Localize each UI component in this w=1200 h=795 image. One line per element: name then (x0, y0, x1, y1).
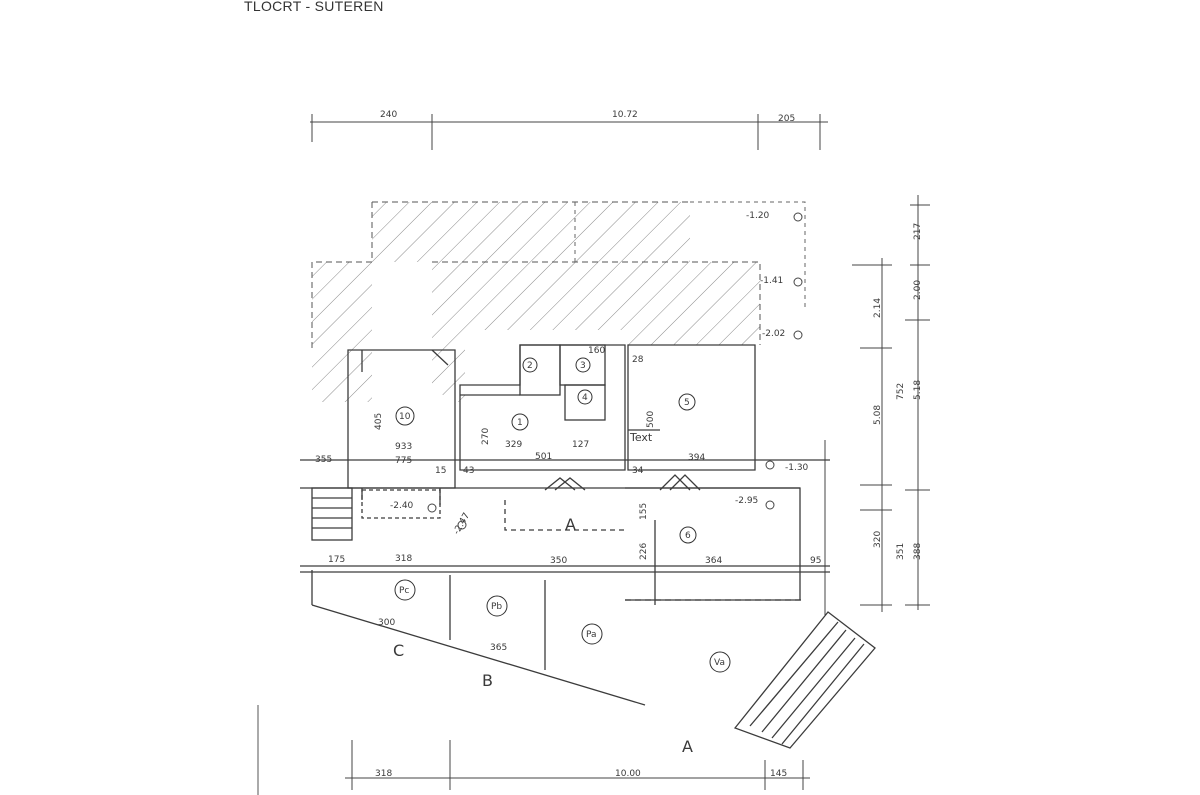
dim-interior-6: 501 (535, 452, 552, 462)
dim-interior-21: 34 (632, 466, 644, 476)
dim-interior-3: 329 (505, 440, 522, 450)
dim-interior-9: 355 (315, 455, 332, 465)
level-1: -1.41 (760, 276, 783, 286)
dim-right-b-0: 2.14 (873, 298, 883, 318)
hatched-terrain (311, 201, 806, 405)
room-pb: Pb (491, 602, 502, 612)
dim-right-b-3: 320 (873, 531, 883, 548)
section-letter-a-lower: A (682, 737, 693, 756)
room-3: 3 (580, 361, 586, 371)
level-4: -2.95 (735, 496, 758, 506)
dim-interior-5: 270 (481, 428, 491, 445)
room-2: 2 (527, 361, 533, 371)
dim-interior-12: 364 (705, 556, 722, 566)
dim-bottom-2: 145 (770, 769, 787, 779)
dim-interior-13: 175 (328, 555, 345, 565)
dim-right-a-2: 5.18 (913, 380, 923, 400)
level-3: -1.30 (785, 463, 809, 473)
level-6: -2.47 (452, 511, 472, 536)
bottom-dimension-line (345, 740, 810, 790)
room-10: 10 (399, 412, 411, 422)
level-0: -1.20 (746, 211, 770, 221)
dim-interior-15: 226 (639, 543, 649, 560)
dim-right-b-1: 5.08 (873, 405, 883, 425)
dim-interior-1: 933 (395, 442, 412, 452)
dim-right-a-3: 388 (913, 543, 923, 560)
dim-top-0: 240 (380, 110, 397, 120)
level-markers (427, 212, 803, 530)
dim-right-a-0: 217 (913, 223, 923, 240)
room-va: Va (714, 658, 725, 668)
dim-bottom-1: 10.00 (615, 769, 641, 779)
annotation-text: Text (629, 431, 653, 444)
room-pa: Pa (586, 630, 597, 640)
dim-interior-0: 405 (374, 413, 384, 430)
dim-right-b-2: 752 (896, 383, 906, 400)
dim-interior-18: 365 (490, 643, 507, 653)
room-4: 4 (582, 393, 588, 403)
dim-interior-7: 500 (646, 411, 656, 428)
dim-interior-20: 43 (463, 466, 474, 476)
section-letter-b: B (482, 671, 493, 690)
section-letter-a-upper: A (565, 515, 576, 534)
dim-right-b-4: 351 (896, 543, 906, 560)
dim-interior-14: 95 (810, 556, 821, 566)
top-dimension-line (310, 114, 828, 150)
room-5: 5 (684, 398, 690, 408)
section-letter-c: C (393, 641, 404, 660)
room-markers (394, 357, 731, 673)
page-title: TLOCRT - SUTEREN (244, 0, 384, 14)
dim-interior-11: 350 (550, 556, 567, 566)
dim-interior-17: 300 (378, 618, 395, 628)
dim-bottom-0: 318 (375, 769, 392, 779)
dim-interior-23: 160 (588, 346, 605, 356)
dim-right-a-1: 2.00 (913, 280, 923, 300)
dim-interior-4: 127 (572, 440, 589, 450)
right-dimension-lines (824, 195, 930, 615)
level-2: -2.02 (762, 329, 785, 339)
room-6: 6 (685, 531, 691, 541)
level-5: -2.40 (390, 501, 414, 511)
dim-interior-10: 318 (395, 554, 412, 564)
dim-interior-22: 28 (632, 355, 644, 365)
room-1: 1 (517, 418, 523, 428)
building-walls (300, 344, 876, 749)
dim-interior-8: 394 (688, 453, 705, 463)
room-pc: Pc (399, 586, 409, 596)
dim-top-1: 10.72 (612, 110, 638, 120)
dim-interior-16: 155 (639, 503, 649, 520)
dim-interior-19: 15 (435, 466, 446, 476)
dim-interior-2: 775 (395, 456, 412, 466)
dim-top-2: 205 (778, 114, 795, 124)
